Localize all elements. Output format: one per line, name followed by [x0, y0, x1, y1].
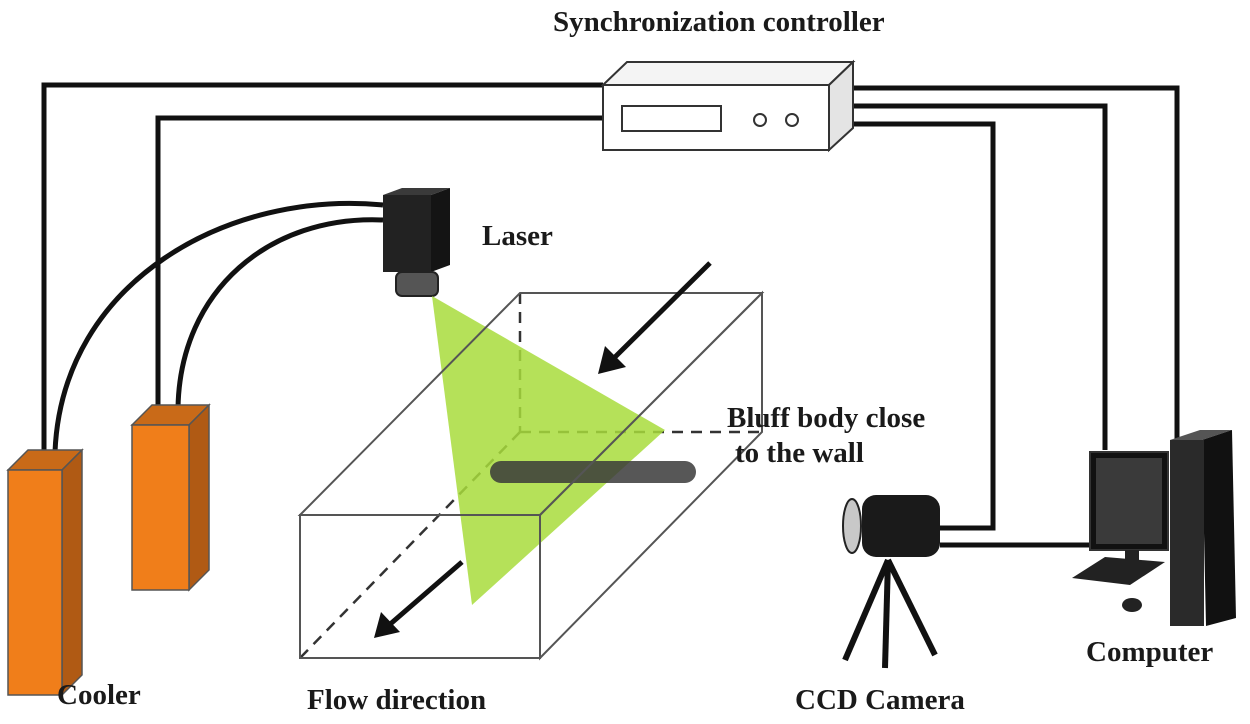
cooler-right [130, 403, 211, 592]
bluff-body [490, 461, 696, 483]
bluff-body-label: Bluff body close to the wall [727, 401, 925, 472]
cooler-left [6, 448, 84, 697]
controller-display [621, 105, 722, 132]
cable-controller-to-cooler-left [41, 82, 603, 452]
computer [1072, 430, 1236, 626]
flow-arrow-upstream [610, 261, 712, 362]
sync-controller [600, 59, 856, 153]
cable-controller-to-computer-inner [848, 103, 1108, 450]
cooler-label: Cooler [57, 679, 141, 711]
computer-label: Computer [1086, 636, 1214, 668]
ccd-camera [842, 495, 940, 669]
cable-laser-to-cooler-right [175, 217, 384, 409]
flow-arrows [374, 261, 712, 638]
laser-sheet [432, 296, 665, 605]
bluff-body-label-line2: to the wall [735, 437, 864, 470]
ccd-camera-label: CCD Camera [795, 684, 965, 716]
bluff-body-label-line1: Bluff body close [727, 402, 926, 434]
cable-controller-to-computer-outer [848, 85, 1180, 440]
cable-laser-to-cooler-left [52, 200, 384, 453]
flow-arrow-downstream [386, 560, 464, 628]
sync-controller-label: Synchronization controller [553, 6, 885, 38]
cable-controller-to-camera [848, 121, 996, 531]
laser-label: Laser [482, 220, 553, 252]
cable-controller-to-cooler-right [155, 115, 603, 408]
controller-knob-right [785, 113, 799, 127]
cables [41, 82, 1180, 548]
flow-tank [297, 290, 765, 661]
laser-device [383, 188, 450, 297]
controller-knob-left [753, 113, 767, 127]
flow-direction-label: Flow direction [307, 684, 487, 716]
